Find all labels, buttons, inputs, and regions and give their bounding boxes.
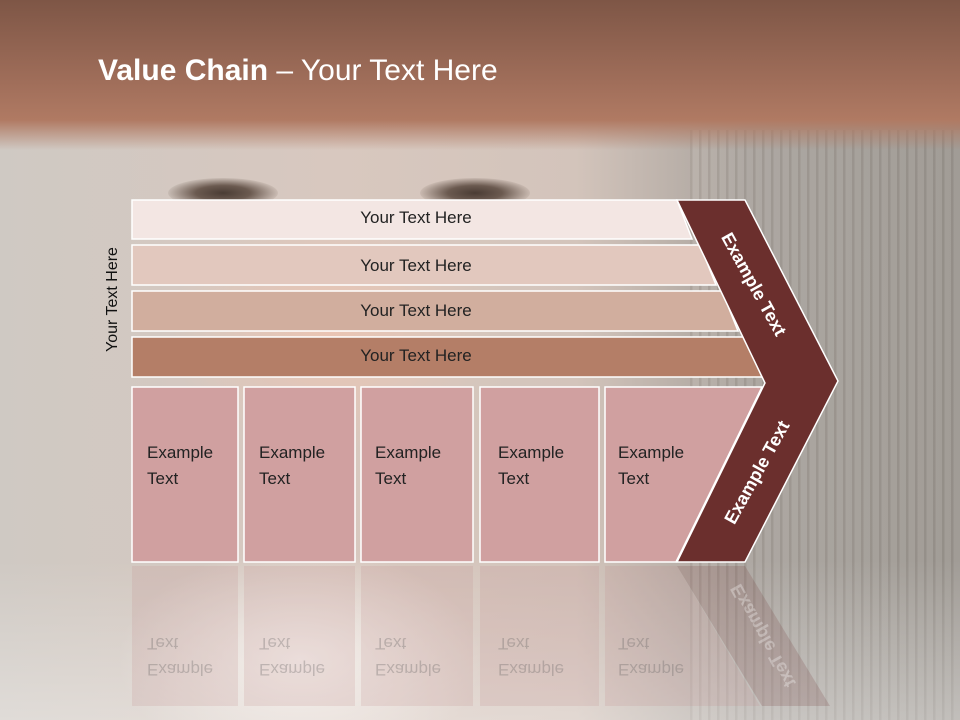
box-text-reflection-5: Example Text — [618, 630, 718, 682]
box-text-reflection-1: Example Text — [147, 630, 247, 682]
background-fade — [0, 560, 960, 720]
activity-box-5 — [604, 386, 764, 563]
row-label-3: Your Text Here — [360, 301, 472, 320]
box-reflection-4 — [480, 566, 599, 706]
row-label-2: Your Text Here — [360, 256, 472, 275]
row-bar-1 — [131, 199, 694, 240]
box-text-reflection-4-line2: Text — [498, 634, 530, 653]
activity-box-3 — [360, 386, 474, 563]
box-reflection-5 — [605, 566, 760, 706]
box-text-reflection-4-line1: Example — [498, 660, 565, 679]
box-reflection-2 — [244, 566, 355, 706]
box-text-reflection-1-line1: Example — [147, 660, 214, 679]
box-text-reflection-5-line1: Example — [618, 660, 685, 679]
box-text-3-line2: Text — [375, 469, 407, 488]
box-text-2-line2: Text — [259, 469, 291, 488]
chevron-reflection — [677, 566, 830, 706]
row-bar-3 — [131, 290, 740, 332]
box-reflection-3 — [361, 566, 473, 706]
activity-box-4 — [479, 386, 600, 563]
box-text-4-line1: Example — [498, 443, 565, 462]
row-bar-2 — [131, 244, 718, 286]
box-text-reflection-4: Example Text — [498, 630, 598, 682]
box-text-reflection-3-line2: Text — [375, 634, 407, 653]
box-text-reflection-2-line2: Text — [259, 634, 291, 653]
box-text-reflection-2-line1: Example — [259, 660, 326, 679]
box-text-reflection-3-line1: Example — [375, 660, 442, 679]
box-reflection-1 — [132, 566, 238, 706]
box-text-1-line1: Example — [147, 443, 214, 462]
title-bold: Value Chain — [98, 54, 269, 87]
header-band — [0, 0, 960, 150]
margin-chevron — [675, 199, 839, 563]
row-label-1: Your Text Here — [360, 208, 472, 227]
box-text-reflection-3: Example Text — [375, 630, 475, 682]
boxes-reflection — [132, 566, 830, 706]
activity-box-2 — [243, 386, 356, 563]
box-text-reflection-5-line2: Text — [618, 634, 650, 653]
box-text-4-line2: Text — [498, 469, 530, 488]
box-text-reflection-2: Example Text — [259, 630, 359, 682]
box-text-2-line1: Example — [259, 443, 326, 462]
row-label-4: Your Text Here — [360, 346, 472, 365]
box-text-5-line2: Text — [618, 469, 650, 488]
box-text-1-line2: Text — [147, 469, 179, 488]
activity-box-1 — [131, 386, 239, 563]
slide-title: Value Chain – Your Text Here — [98, 54, 498, 88]
box-text-5-line1: Example — [618, 443, 685, 462]
title-rest: – Your Text Here — [268, 54, 498, 87]
box-text-3-line1: Example — [375, 443, 442, 462]
box-text-reflection-1-line2: Text — [147, 634, 179, 653]
